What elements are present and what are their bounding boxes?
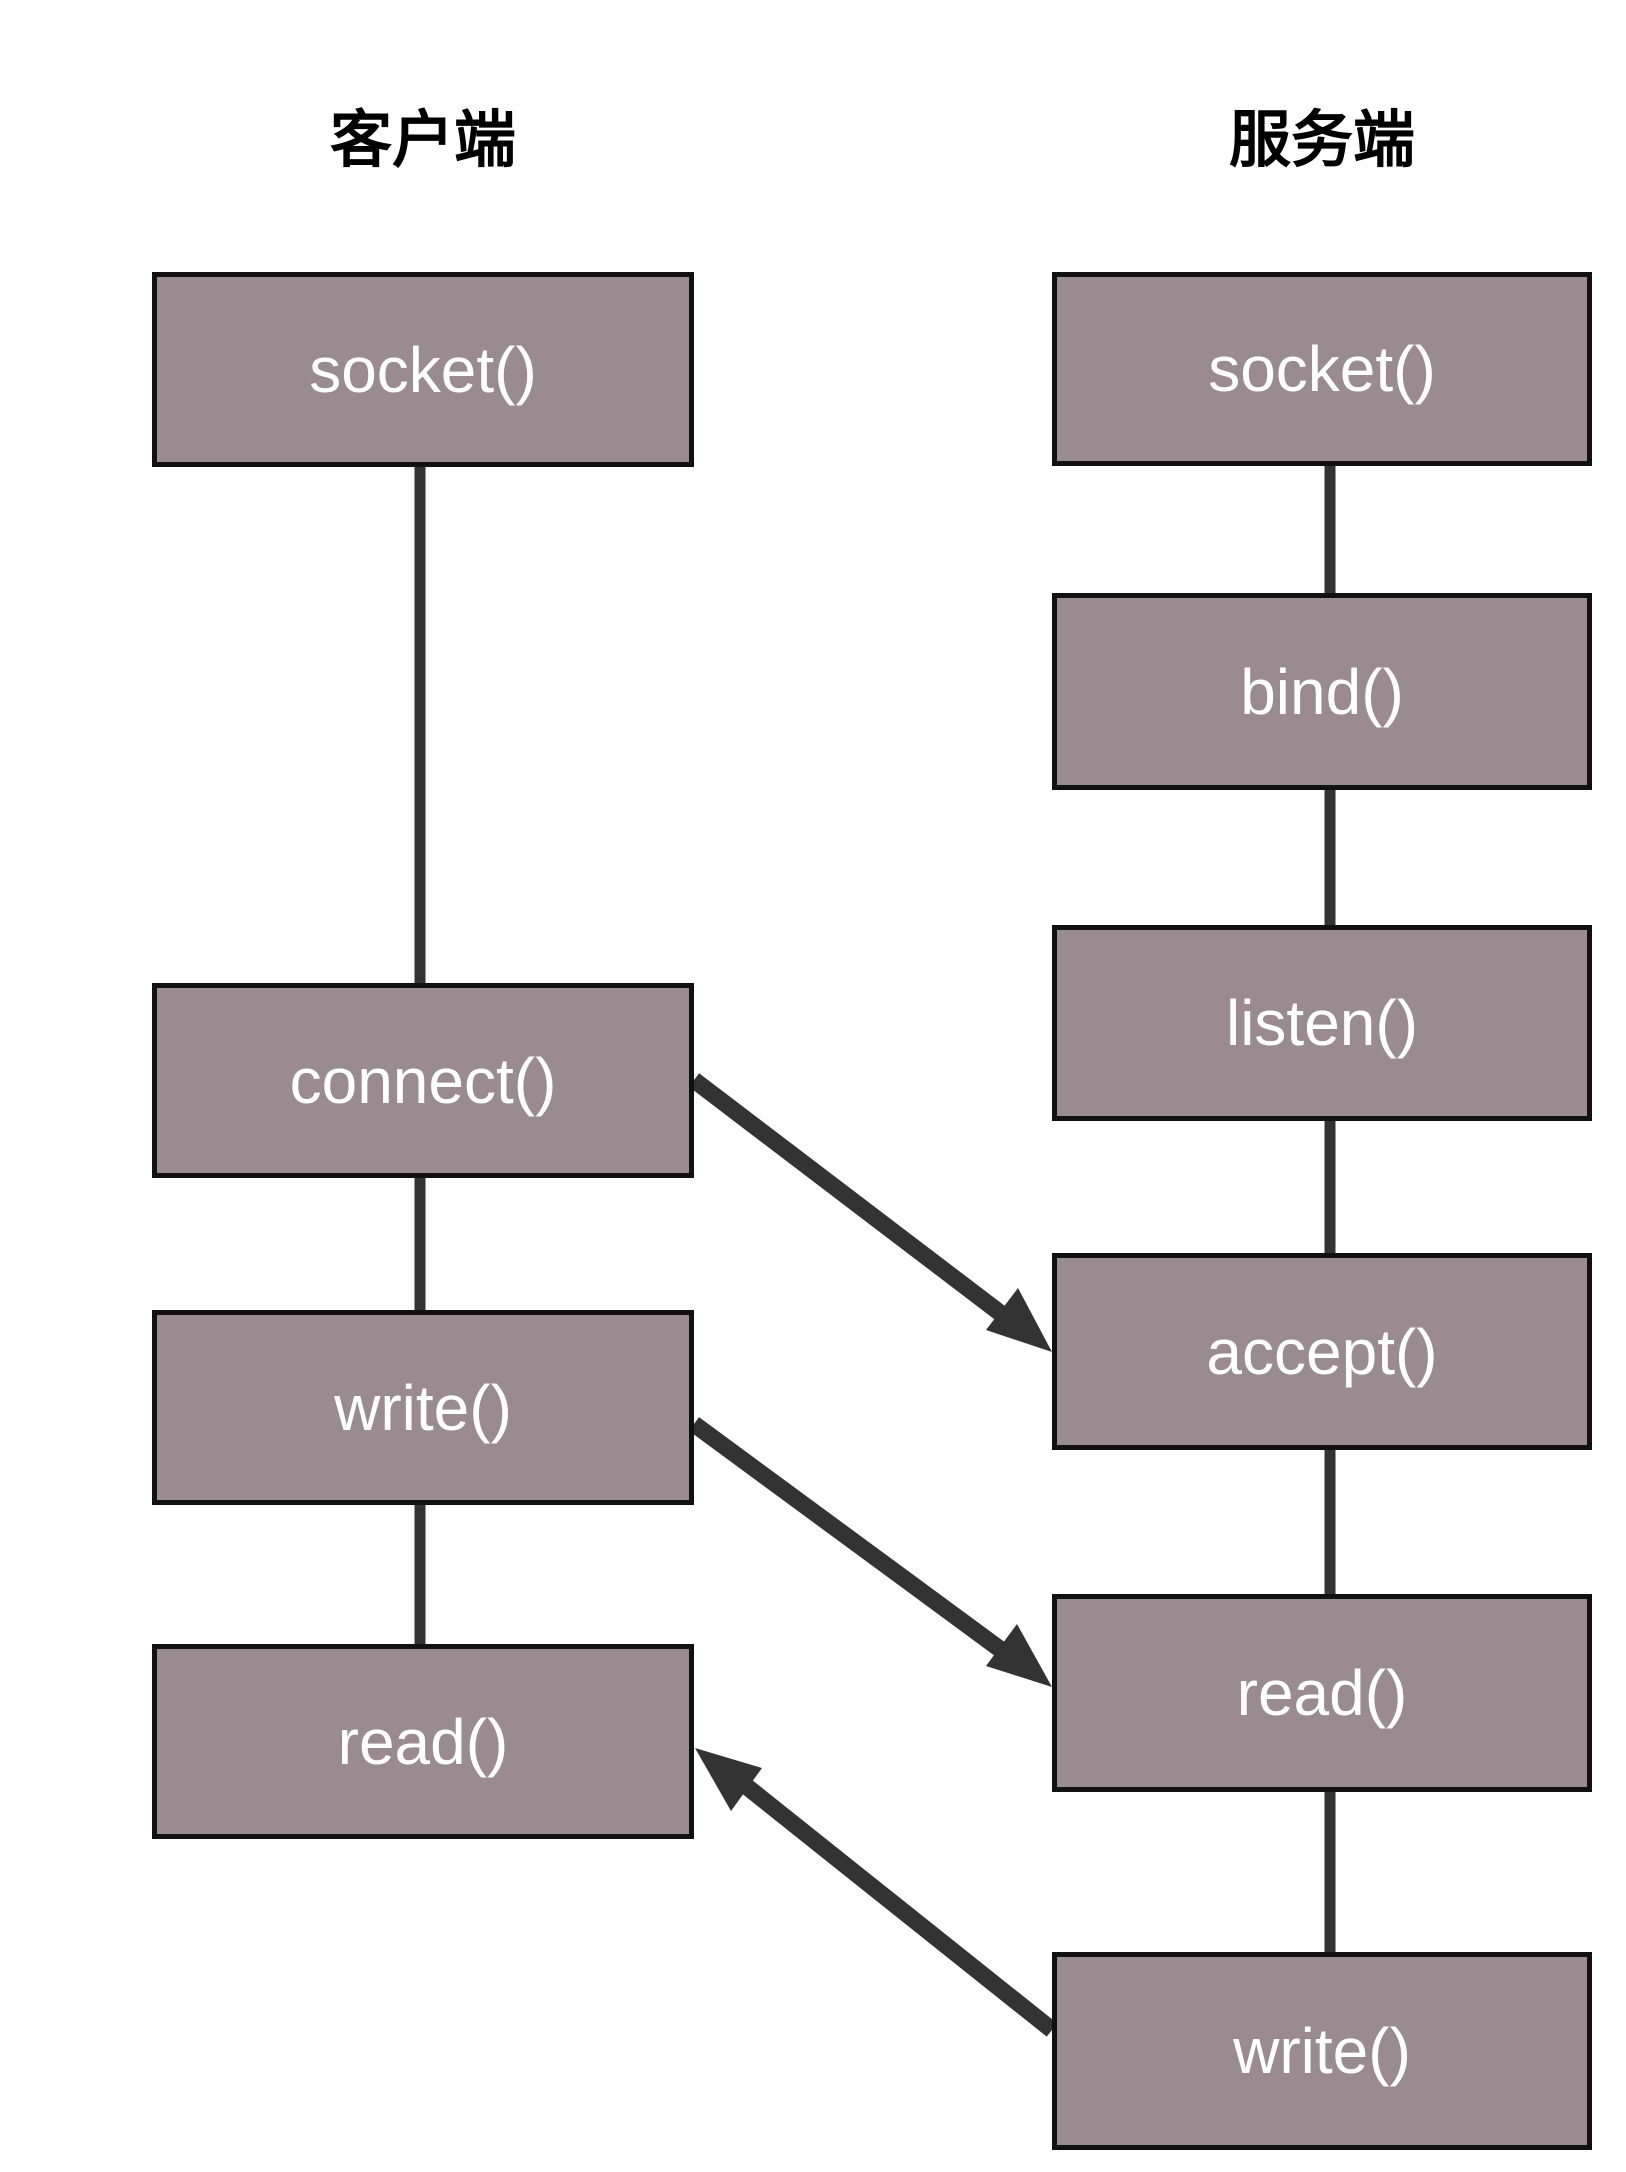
server-step-accept[interactable]: accept() <box>1052 1253 1592 1450</box>
server-step-socket-label: socket() <box>1208 333 1436 405</box>
server-column-title: 服务端 <box>1228 106 1416 175</box>
server-step-listen[interactable]: listen() <box>1052 925 1592 1121</box>
arrow-serverwrite-to-clientread <box>695 1748 1058 2037</box>
server-step-bind[interactable]: bind() <box>1052 593 1592 790</box>
server-connector-bind-listen <box>1324 785 1336 930</box>
client-step-read-label: read() <box>337 1705 509 1778</box>
server-connector-socket-bind <box>1324 461 1336 598</box>
client-connector-write-read <box>414 1500 426 1649</box>
client-step-connect[interactable]: connect() <box>152 983 694 1178</box>
server-step-read[interactable]: read() <box>1052 1594 1592 1792</box>
client-column-title: 客户端 <box>329 106 517 175</box>
client-connector-socket-connect <box>414 462 426 988</box>
arrow-connect-to-accept <box>688 1073 1052 1352</box>
server-step-listen-label: listen() <box>1225 987 1419 1059</box>
server-step-write[interactable]: write() <box>1052 1952 1592 2150</box>
client-step-read[interactable]: read() <box>152 1644 694 1839</box>
server-connector-listen-accept <box>1324 1116 1336 1258</box>
client-connector-connect-write <box>414 1173 426 1315</box>
client-step-connect-label: connect() <box>289 1044 557 1117</box>
server-step-read-label: read() <box>1236 1657 1408 1729</box>
arrow-write-to-read <box>688 1417 1052 1687</box>
server-step-write-label: write() <box>1233 2015 1411 2087</box>
server-step-accept-label: accept() <box>1206 1315 1438 1388</box>
client-step-socket[interactable]: socket() <box>152 272 694 467</box>
client-step-write-label: write() <box>334 1371 512 1444</box>
server-connector-read-write <box>1324 1787 1336 1957</box>
client-step-write[interactable]: write() <box>152 1310 694 1505</box>
server-step-bind-label: bind() <box>1240 655 1404 728</box>
server-step-socket[interactable]: socket() <box>1052 272 1592 466</box>
server-connector-accept-read <box>1324 1445 1336 1599</box>
client-step-socket-label: socket() <box>309 333 537 406</box>
